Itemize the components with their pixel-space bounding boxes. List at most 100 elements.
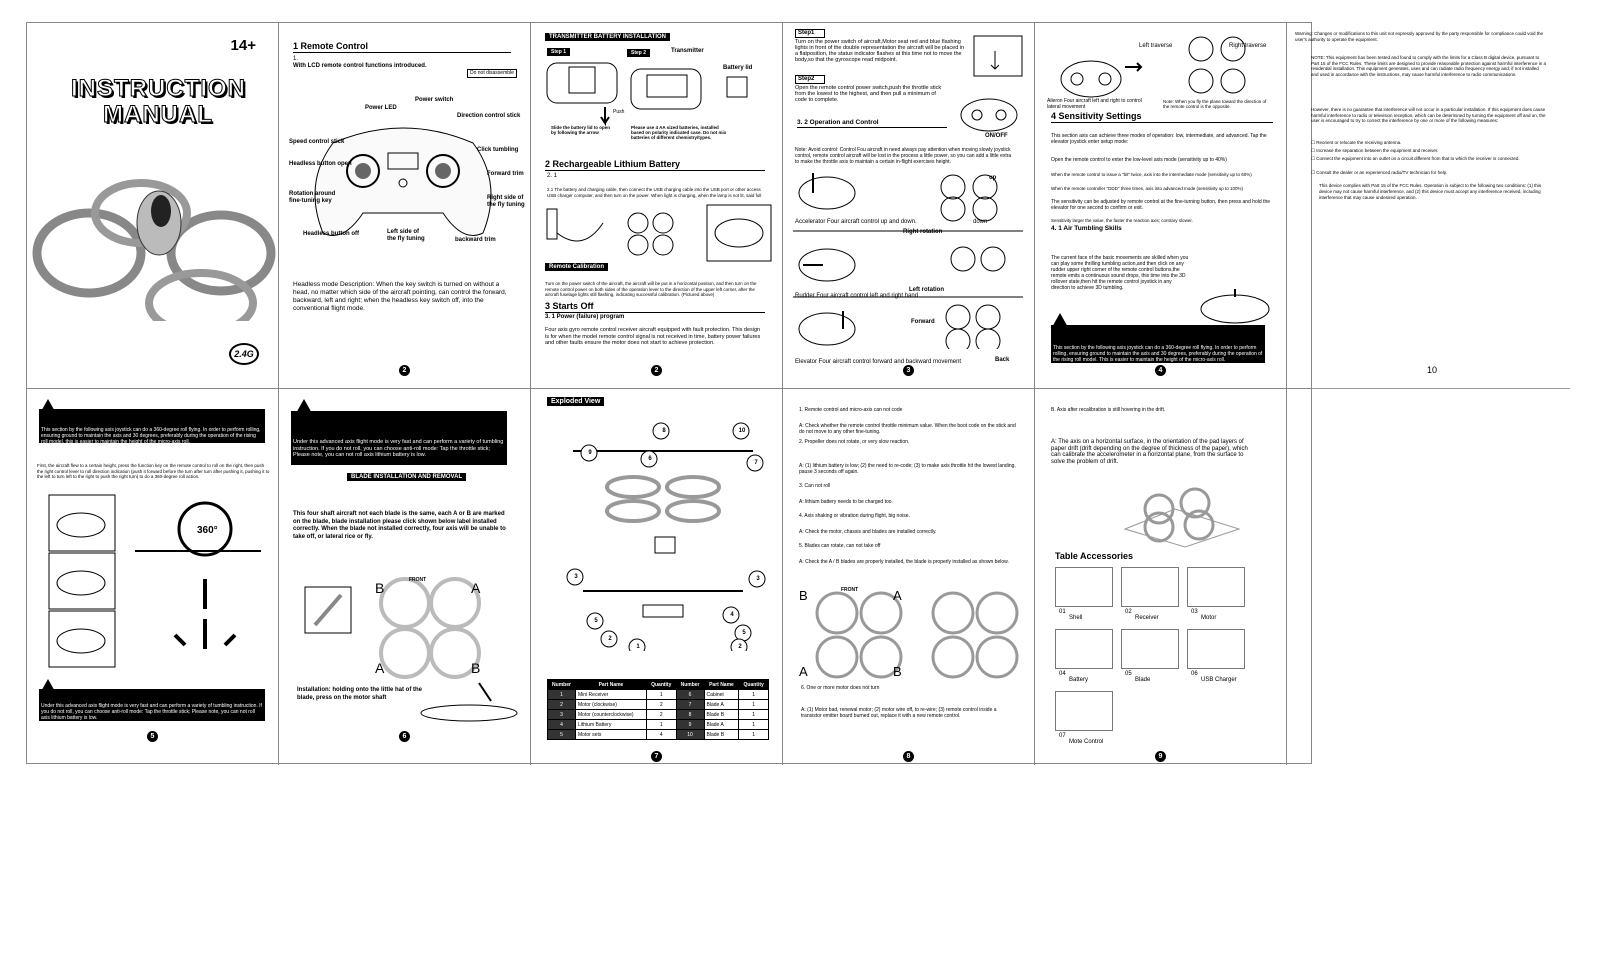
do-not-disassemble-label: Do not disassemble xyxy=(467,69,517,78)
degree-label: 360° xyxy=(197,525,218,536)
ts-line-2: 2. Propeller does not rotate, or very sl… xyxy=(799,439,910,445)
blade-a-label: A xyxy=(471,580,481,596)
tumble-remote xyxy=(1200,289,1270,324)
ts-q6: 6. One or more motor does not turn xyxy=(801,685,880,691)
blade-panel: Under this advanced axis flight mode is … xyxy=(279,389,531,765)
parts-col-header: Number xyxy=(675,679,705,690)
front-label: FRONT xyxy=(409,577,427,583)
right-tuning-label: Right side of the fly tuning xyxy=(487,195,525,208)
blade-b-label: B xyxy=(375,580,385,596)
parts-cell: 1 xyxy=(738,729,769,740)
parts-cell: Cabinet xyxy=(703,689,740,700)
manual-sheet: 14+ INSTRUCTION MANUAL 2.4G 1 Remote Con… xyxy=(26,22,1557,765)
callout-1: 1 xyxy=(636,644,640,650)
battery-lid-label: Battery lid xyxy=(723,65,753,71)
back-label: Back xyxy=(995,357,1010,363)
step1-text: Turn on the power switch of aircraft,Mot… xyxy=(795,39,965,63)
parts-cell: 2 xyxy=(645,699,677,710)
speed-stick-label: Speed control stick xyxy=(289,139,345,145)
parts-cell: Blade A xyxy=(703,719,740,730)
charge-text: 2.1 The battery and charging cable, then… xyxy=(547,187,762,198)
blade-a-label: A xyxy=(375,660,385,676)
remote-diagram xyxy=(314,127,492,236)
callout-7: 7 xyxy=(754,460,758,466)
forward-trim-label: Forward trim xyxy=(487,171,524,177)
drift-diagram xyxy=(1123,487,1241,548)
charging-diagram xyxy=(546,204,772,262)
cover-title-2: MANUAL xyxy=(103,101,213,129)
ts-line-7: A: Check the motor, chassis and blades a… xyxy=(799,529,937,535)
callout-4: 4 xyxy=(730,612,734,618)
parts-cell: Motor sets xyxy=(575,729,647,740)
control-diagrams xyxy=(793,173,1023,349)
parts-cell: 6 xyxy=(675,689,705,700)
click-tumbling-label: Click tumbling xyxy=(477,147,519,153)
rotation-trim-label: Rotation around fine-tuning key xyxy=(289,191,336,204)
aileron-caption: Aileron Four aircraft left and right to … xyxy=(1047,98,1142,110)
callout-2b: 2 xyxy=(738,644,742,650)
calibration-bar: Remote Calibration xyxy=(545,263,609,271)
direction-stick-label: Direction control stick xyxy=(457,113,521,119)
troubleshoot-panel: 1. Remote control and micro-axis can not… xyxy=(783,389,1035,765)
page-number: 8 xyxy=(903,751,914,762)
ts-line-5: A: lithium battery needs to be charged t… xyxy=(799,499,893,505)
callout-3: 3 xyxy=(574,574,578,580)
slide-lid-text: Slide the battery lid to open by followi… xyxy=(551,125,611,135)
page-number: 2 xyxy=(651,365,662,376)
parts-cell: 4 xyxy=(547,719,576,730)
parts-cell: 8 xyxy=(675,709,705,720)
blade-bar: BLADE INSTALLATION AND REMOVAL xyxy=(347,473,467,481)
elevator-caption: Elevator Four aircraft control forward a… xyxy=(795,359,962,365)
exploded-diagram xyxy=(566,422,766,651)
parts-col-header: Part Name xyxy=(703,679,740,690)
right-traverse-label: Right traverse xyxy=(1229,43,1267,49)
operation-heading: 3. 2 Operation and Control xyxy=(797,119,879,126)
sub-heading: With LCD remote control functions introd… xyxy=(293,63,427,69)
tumbling-text: The current face of the basic movements … xyxy=(1051,255,1189,291)
blade-b-label: B xyxy=(471,660,481,676)
parts-cell: Blade A xyxy=(703,699,740,710)
parts-col-header: Quantity xyxy=(738,679,769,690)
battery-panel: TRANSMITTER BATTERY INSTALLATION Step 1 … xyxy=(531,23,783,389)
blade-check-diagram xyxy=(815,591,1019,679)
install-hand xyxy=(420,682,518,722)
starts-off-heading: 3 Starts Off xyxy=(545,301,594,311)
accessory-label: Shell xyxy=(1069,615,1083,621)
operation-note: Note: Avoid control: Control Fou aircraf… xyxy=(795,147,1012,165)
aa-battery-text: Please use 4 AA sized batteries, install… xyxy=(631,125,727,140)
fcc-panel: Warning: Changes or modifications to thi… xyxy=(1287,23,1557,389)
parts-col-header: Part Name xyxy=(575,679,647,690)
parts-cell: Lithium Battery xyxy=(575,719,647,730)
right-rotation-label: Right rotation xyxy=(903,229,943,235)
accessory-item xyxy=(1121,567,1179,607)
section-heading: 1 Remote Control xyxy=(293,41,369,51)
parts-cell: 1 xyxy=(645,689,677,700)
advanced-warning: Under this advanced axis flight mode is … xyxy=(39,689,265,721)
parts-cell: 9 xyxy=(675,719,705,730)
remote-small xyxy=(960,98,1018,132)
callout-5: 5 xyxy=(594,618,598,624)
accessory-item xyxy=(1055,567,1113,607)
roll-diagram xyxy=(48,494,261,668)
accessory-item xyxy=(1055,629,1113,669)
accessory-item xyxy=(1187,567,1245,607)
onoff-label: ON/OFF xyxy=(985,133,1008,139)
left-traverse-label: Left traverse xyxy=(1139,43,1173,49)
accessories-panel: B. Axis after recalibration is still hov… xyxy=(1035,389,1287,765)
fcc-bullet-2: ☐ Connect the equipment into an outlet o… xyxy=(1311,156,1520,161)
parts-cell: 1 xyxy=(547,689,576,700)
accelerator-caption: Accelerator Four aircraft control up and… xyxy=(795,219,917,225)
tumble-warning: This section by the following axis joyst… xyxy=(1051,325,1265,363)
rudder-caption: Rudder Four aircraft control left and ri… xyxy=(795,293,919,299)
calibration-text: Turn on the power switch of the aircraft… xyxy=(545,281,757,297)
accessories-heading: Table Accessories xyxy=(1055,551,1134,561)
drone-illustration xyxy=(32,179,276,321)
ts-line-3: A: (1) lithium battery is low; (2) the n… xyxy=(799,463,1016,475)
operation-panel: Step1 Turn on the power switch of aircra… xyxy=(783,23,1035,389)
blade-b-label: B xyxy=(799,588,808,603)
fcc-comply: This device complies with Part 15 of the… xyxy=(1319,183,1542,200)
parts-cell: 1 xyxy=(738,709,769,720)
